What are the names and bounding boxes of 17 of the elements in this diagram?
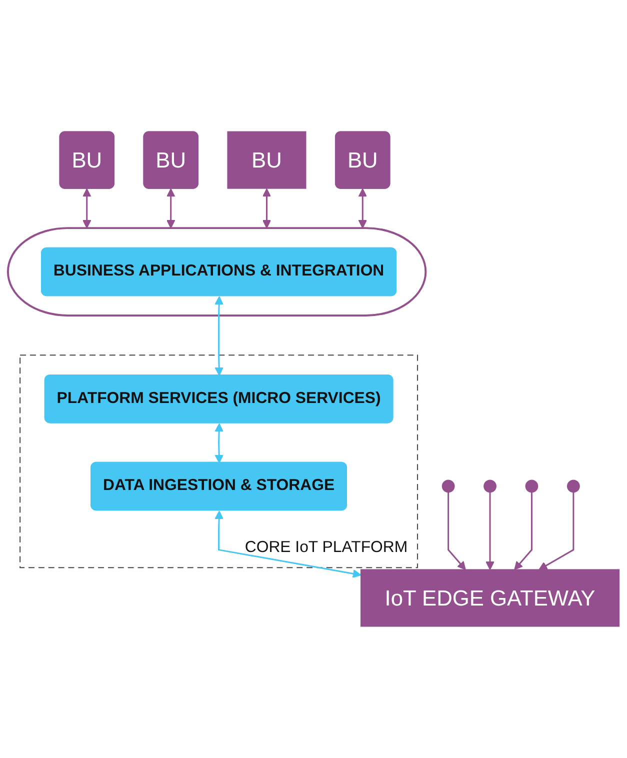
arrow [262,188,272,228]
node-box: IoT EDGE GATEWAY [360,569,620,627]
arrow [448,492,466,570]
arrow [358,188,367,228]
arrow [214,510,362,578]
arrow [514,492,532,570]
node-circle [484,480,496,493]
arrow [214,423,224,464]
arrow [486,492,494,570]
arrow [214,296,224,376]
node-circle [566,480,580,493]
node-circle [525,480,538,493]
arrow [538,492,574,570]
arrow [82,188,92,228]
node-box: BU [227,131,306,189]
node-circle [442,480,455,493]
arrow [166,188,176,228]
